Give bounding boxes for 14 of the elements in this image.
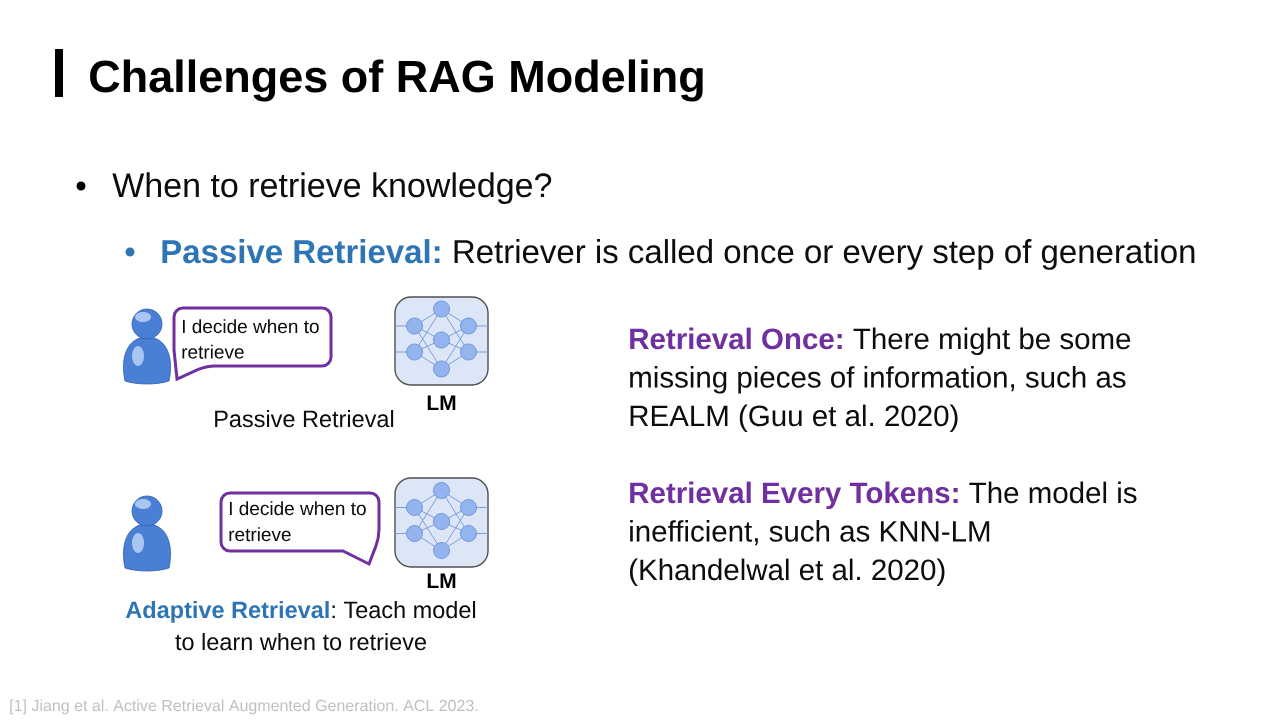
model-box: LM — [394, 296, 489, 410]
speech-bubble: I decide when to retrieve — [219, 491, 381, 566]
footnote: [1] Jiang et al. Active Retrieval Augmented Generation. ACL 2023. — [10, 699, 478, 715]
bullet-text: Passive Retrieval: Retriever is called once or every step of generation — [162, 239, 1195, 270]
description-text: Retrieval Once: There might be some missing pieces of information, such as REALM (Guu et al. 2020) — [630, 327, 1131, 433]
description-text: Retrieval Every Tokens: The model is inefficient, such as KNN-LM (Khandelwal et al. 2020) — [630, 481, 1137, 587]
bullet-text: When to retrieve knowledge? — [112, 172, 552, 205]
caption: Adaptive Retrieval: Teach model to learn when to retrieve — [125, 601, 476, 651]
speech-bubble: I decide when to retrieve — [172, 306, 333, 381]
node-label: LM — [427, 395, 456, 410]
slide-title: Challenges of RAG Modeling — [90, 59, 703, 102]
caption: Passive Retrieval — [215, 410, 394, 428]
model-box: LM — [394, 477, 489, 588]
node-label: LM — [427, 573, 456, 588]
